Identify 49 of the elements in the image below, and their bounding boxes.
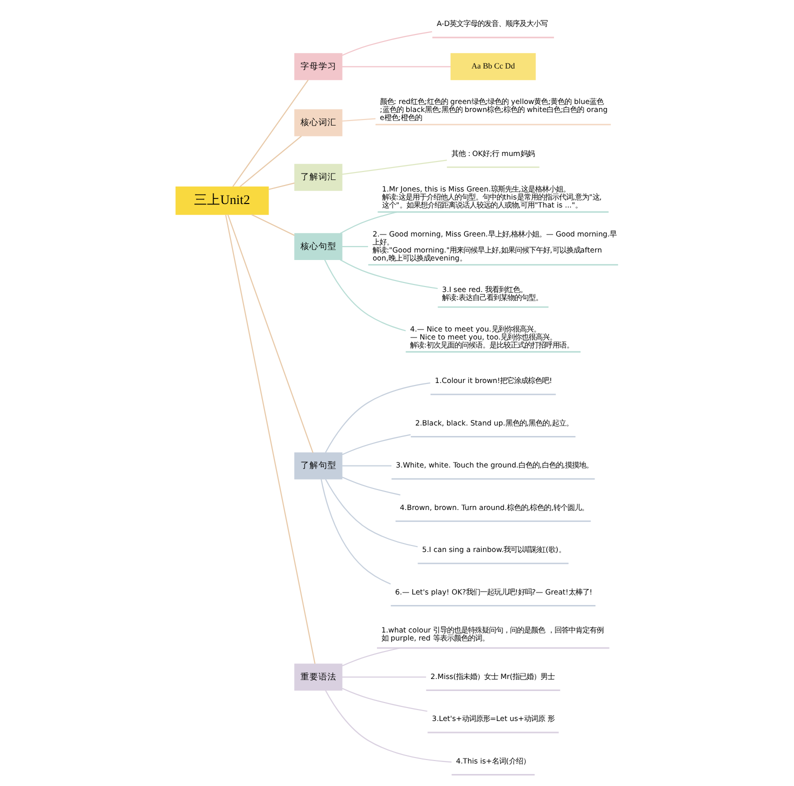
- connector: [268, 182, 295, 190]
- node-text: 3.White, white. Touch the ground.白色的,白色的,摸摸地。: [396, 460, 594, 470]
- connector: [325, 382, 430, 453]
- node-text: 4.— Nice to meet you.见到你很高兴。 — Nice to meet you, too.见到你也很高兴。 解读:初次见面的问候语。是比较正式的打招呼用语。: [410, 324, 574, 350]
- connector: [324, 260, 406, 332]
- connector: [340, 259, 438, 290]
- node-text: 5.I can sing a rainbow.我可以唱彩虹(歌)。: [422, 545, 566, 554]
- connector: [239, 136, 302, 188]
- connector: [342, 476, 400, 496]
- connector: [342, 647, 400, 666]
- node-text: 2.Black, black. Stand up.黑色的,黑色的,起立。: [415, 418, 573, 428]
- node-box: 了解句型: [294, 452, 342, 480]
- node-text: 颜色: red红色;红色的 green绿色;绿色的 yellow黄色;黄色的 blue蓝色;蓝色的 black黑色;黑色的 brown棕色;棕色的 white白色;白色的 orange橙色;橙色的: [380, 97, 608, 122]
- connector: [342, 118, 376, 122]
- connector: [342, 66, 451, 68]
- connector: [325, 690, 452, 763]
- node-text: 4.Brown, brown. Turn around.棕色的,棕色的,转个圆儿。: [400, 502, 589, 512]
- node-box: 了解词汇: [294, 164, 342, 191]
- node-text: 3.Let's+动词原形=Let us+动词原 形: [432, 714, 554, 724]
- connector: [342, 246, 368, 248]
- node-text: 4.This is+名词(介绍）: [456, 756, 530, 766]
- connector: [342, 465, 392, 466]
- node-box: 三上Unit2: [176, 186, 269, 215]
- node-text: 6.— Let's play! OK?我们一起玩儿吧!好吗?— Great!太棒了!: [395, 587, 592, 596]
- node-text: 2.— Good morning, Miss Green.早上好,格林小姐。— Good morning.早上好。 解读:"Good morning."用来问候早上好,如果问候下午好,可以换成afternoon,晚上可以换成evening。: [372, 229, 617, 262]
- connector: [342, 688, 428, 712]
- node-text: 1.what colour 引导的也是特殊疑问句，问的是颜色 ，回答中肯定有例如 purple, red 等表示颜色的词。: [381, 626, 604, 643]
- connector: [325, 478, 418, 548]
- connector: [251, 214, 295, 236]
- node-text: 1.Colour it brown!把它涂成棕色吧!: [434, 376, 552, 386]
- connector: [342, 676, 426, 678]
- node-box: 核心词汇: [294, 109, 342, 136]
- connector: [342, 434, 411, 456]
- node-text: 1.Mr Jones, this is Miss Green.琼斯先生,这是格林小姐。 解读:这是用于介绍他人的句型。句中的this是常用的指示代词,意为"这,这个"。如果想介绍距离说话人较远的人或物,可用"That is ..."。: [382, 184, 602, 210]
- connector: [227, 214, 314, 453]
- connector: [320, 478, 391, 584]
- connector: [232, 80, 309, 187]
- node-box: Aa Bb Cc Dd: [450, 53, 536, 80]
- node-text: 3.I see red. 我看到红色。 解读:表达自己看到某物的句型。: [442, 284, 543, 302]
- node-text: A-D英文字母的发音、顺序及大小写: [436, 19, 548, 28]
- connector: [342, 160, 447, 175]
- connector: [225, 214, 316, 664]
- node-box: 重要语法: [294, 664, 342, 691]
- node-text: 2.Miss(指未婚）女士 Mr(指已婚）男士: [430, 672, 555, 681]
- connector: [340, 211, 398, 234]
- connector: [342, 31, 432, 56]
- node-box: 字母学习: [294, 53, 342, 80]
- node-text: 其他：OK好;行 mum妈妈: [451, 148, 534, 158]
- node-box: 核心句型: [294, 233, 342, 260]
